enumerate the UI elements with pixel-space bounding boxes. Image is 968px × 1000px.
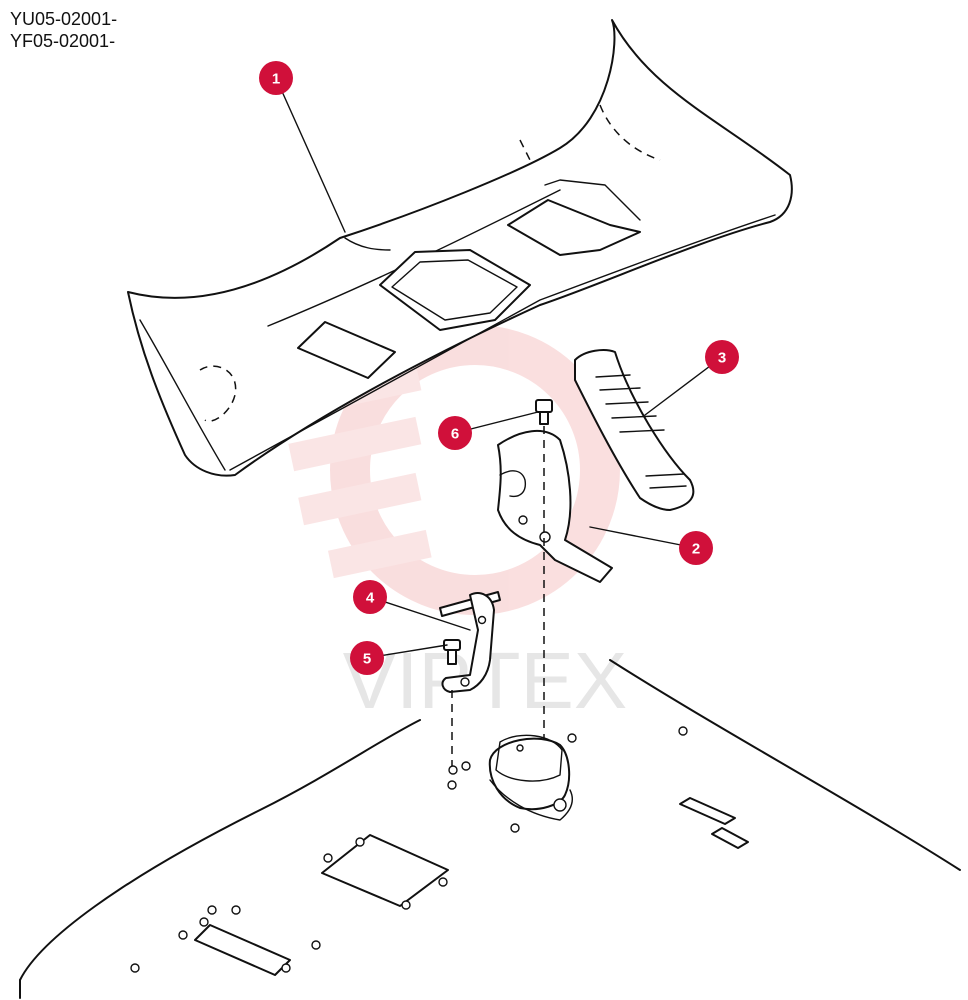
pedal-base-mount <box>488 734 573 821</box>
serial-line-2: YF05-02001- <box>10 31 116 51</box>
accelerator-pedal <box>574 349 695 511</box>
callout-2[interactable]: 2 <box>679 531 713 565</box>
floor-panel <box>127 19 793 477</box>
serial-range: YU05-02001- YF05-02001- <box>10 8 117 52</box>
link-rod <box>439 591 501 693</box>
callout-1-label: 1 <box>272 71 280 88</box>
callout-5[interactable]: 5 <box>350 641 384 675</box>
callout-3-label: 3 <box>718 350 726 367</box>
pivot-bolt <box>535 399 553 425</box>
serial-line-1: YU05-02001- <box>10 9 118 29</box>
callout-4[interactable]: 4 <box>353 580 387 614</box>
callout-6-label: 6 <box>451 426 459 443</box>
callout-6[interactable]: 6 <box>438 416 472 450</box>
pedal-bracket <box>497 429 613 583</box>
callout-1[interactable]: 1 <box>259 61 293 95</box>
bolt <box>443 639 461 665</box>
callout-2-label: 2 <box>692 541 700 558</box>
callout-3[interactable]: 3 <box>705 340 739 374</box>
callout-4-label: 4 <box>366 590 375 607</box>
cab-floor-plate <box>19 659 961 999</box>
callout-5-label: 5 <box>363 651 371 668</box>
